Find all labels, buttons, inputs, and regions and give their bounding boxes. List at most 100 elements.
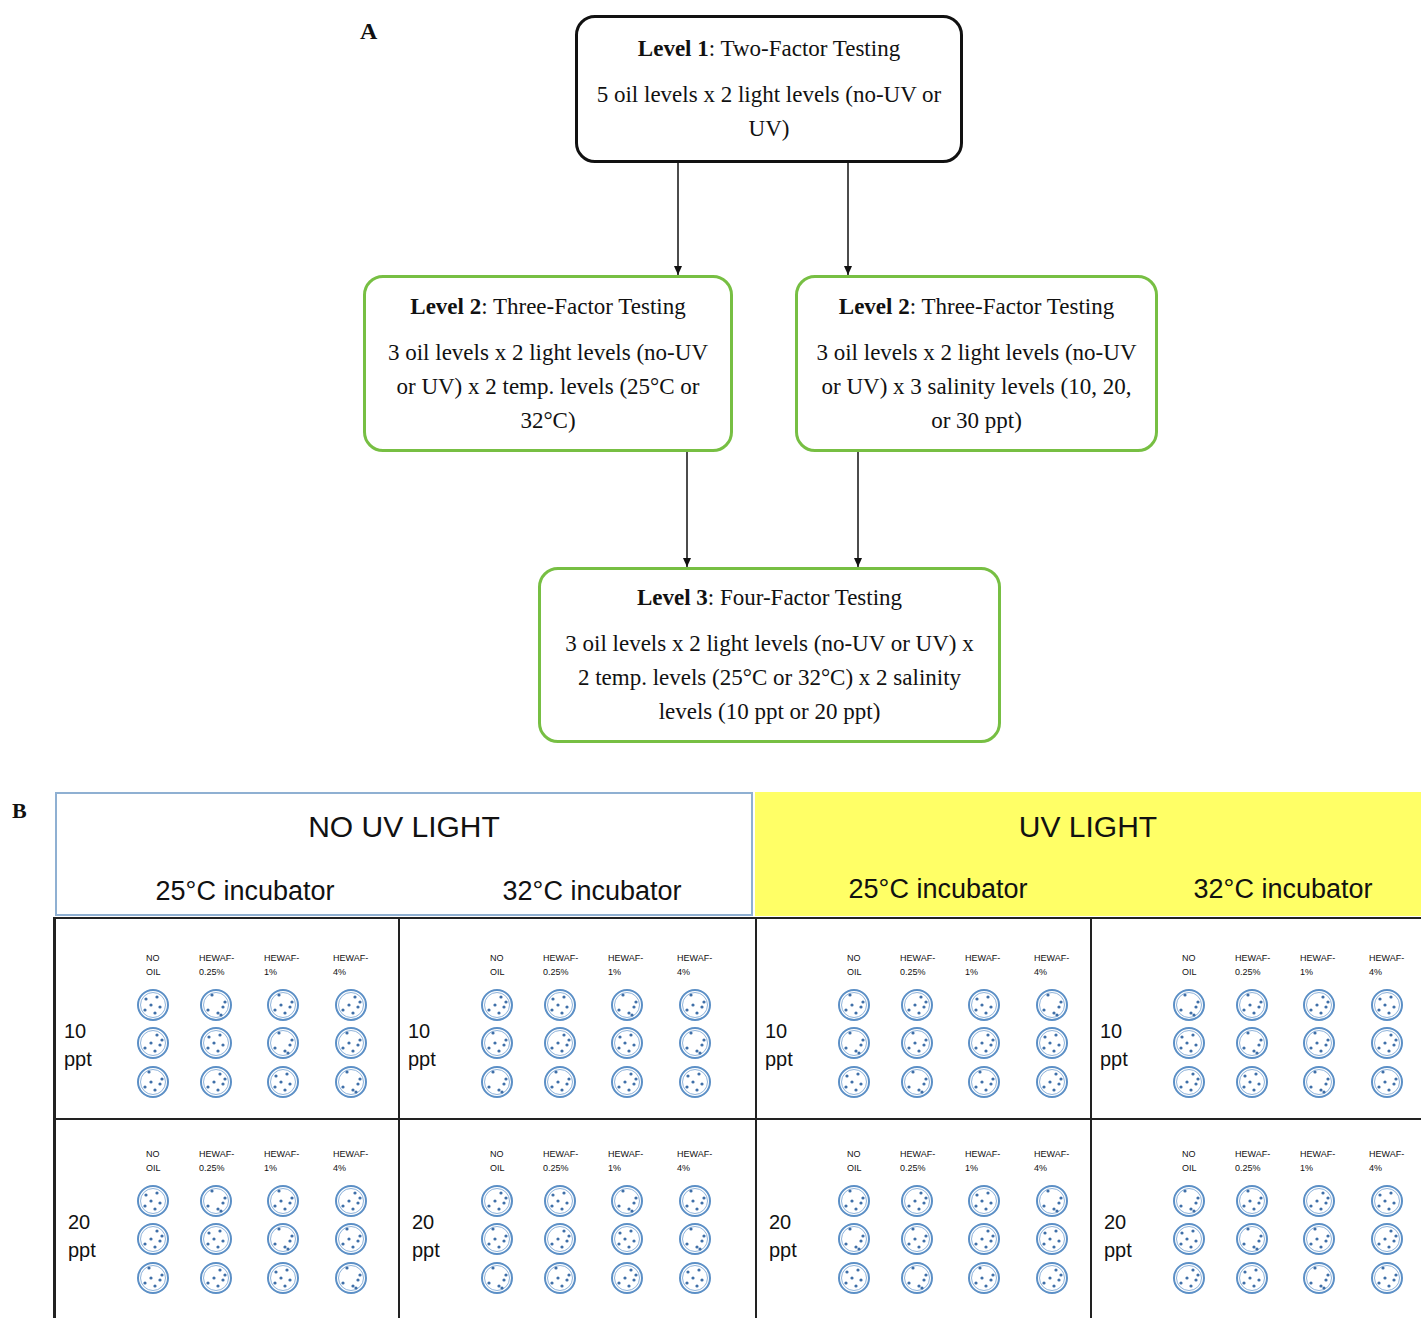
embryo-dot [1042,1281,1045,1284]
embryo-dot [991,1273,994,1276]
embryo-dot [1185,1237,1188,1240]
embryo-dot [153,1245,156,1248]
embryo-dot [1194,1005,1197,1008]
embryo-dot [854,1088,857,1091]
embryo-dot [702,1196,705,1199]
petri-dish [138,990,168,1020]
embryo-dot [358,1077,361,1080]
embryo-dot [550,1242,553,1245]
petri-dish [1237,1067,1267,1097]
embryo-dot [1057,1043,1060,1046]
embryo-dot [1189,1245,1192,1248]
embryo-dot [277,1031,280,1034]
embryo-dot [158,1082,161,1085]
embryo-dot [504,1273,507,1276]
embryo-dot [984,1284,987,1287]
embryo-dot [848,1227,851,1230]
embryo-dot [491,1266,494,1269]
petri-dish [1174,1028,1204,1058]
embryo-dot [907,1204,910,1207]
dish-rim [271,1189,296,1214]
embryo-dot [1319,1245,1322,1248]
embryo-dot [1243,1074,1246,1077]
embryo-dot [1259,1038,1262,1041]
embryo-dot [857,1247,860,1250]
petri-dish [1304,1067,1334,1097]
embryo-dot [1042,1204,1045,1207]
embryo-dot [1055,1013,1058,1016]
dish-rim [339,1031,364,1056]
incubator-label: 32°C incubator [503,876,682,907]
embryo-dot [1179,1204,1182,1207]
embryo-dot [1389,1033,1392,1036]
embryo-dot [155,1229,158,1232]
embryo-dot [1326,1234,1329,1237]
embryo-dot [550,1008,553,1011]
embryo-dot [1191,1033,1194,1036]
treatment-label: NO OIL [1182,1147,1204,1175]
embryo-dot [617,1204,620,1207]
embryo-dot [1052,1088,1055,1091]
petri-dish [545,1263,575,1293]
petri-dish [336,1263,366,1293]
embryo-dot [621,1189,624,1192]
embryo-dot [1377,1204,1380,1207]
embryo-dot [980,1003,983,1006]
petri-dish [482,1067,512,1097]
embryo-dot [859,1005,862,1008]
embryo-dot [143,1204,146,1207]
embryo-dot [627,1088,630,1091]
dish-rim [842,1189,867,1214]
dish-rim [1375,1189,1400,1214]
embryo-dot [565,1239,568,1242]
embryo-dot [1243,1270,1246,1273]
embryo-dot [354,1286,357,1289]
embryo-dot [143,1046,146,1049]
dish-rim [1375,1227,1400,1252]
embryo-dot [153,1088,156,1091]
embryo-dot [974,1281,977,1284]
embryo-dot [223,1273,226,1276]
embryo-dot [562,995,565,998]
dish-rim [271,1266,296,1291]
embryo-dot [922,1005,925,1008]
embryo-dot [986,1033,989,1036]
dish-rim [905,1031,930,1056]
embryo-dot [1252,1088,1255,1091]
embryo-dot [1185,1080,1188,1083]
embryo-dot [924,1000,927,1003]
level-heading: Level 3: Four-Factor Testing [637,581,902,615]
flow-arrow [686,452,688,567]
dish-rim [842,993,867,1018]
level-box: Level 2: Three-Factor Testing3 oil level… [363,275,733,452]
petri-dish [1237,1028,1267,1058]
embryo-dot [850,1199,853,1202]
embryo-dot [1242,1242,1245,1245]
embryo-dot [221,1043,224,1046]
embryo-dot [691,1080,694,1083]
embryo-dot [347,1237,350,1240]
embryo-dot [1246,1189,1249,1192]
embryo-dot [212,1237,215,1240]
dish-rim [271,993,296,1018]
light-condition: UV LIGHT [755,810,1421,844]
embryo-dot [567,1038,570,1041]
embryo-dot [1378,997,1381,1000]
embryo-dot [1319,1049,1322,1052]
embryo-dot [685,1204,688,1207]
embryo-dot [859,1239,862,1242]
embryo-dot [283,1011,286,1014]
embryo-dot [1326,1273,1329,1276]
embryo-dot [1387,1011,1390,1014]
embryo-dot [143,1085,146,1088]
petri-dish [839,1263,869,1293]
petri-dish [336,1067,366,1097]
embryo-dot [1252,1284,1255,1287]
petri-dish [839,1067,869,1097]
dish-rim [204,1227,229,1252]
petri-dish [268,1067,298,1097]
embryo-dot [560,1284,563,1287]
petri-dish [902,1067,932,1097]
dish-rim [339,993,364,1018]
petri-dish [612,1224,642,1254]
